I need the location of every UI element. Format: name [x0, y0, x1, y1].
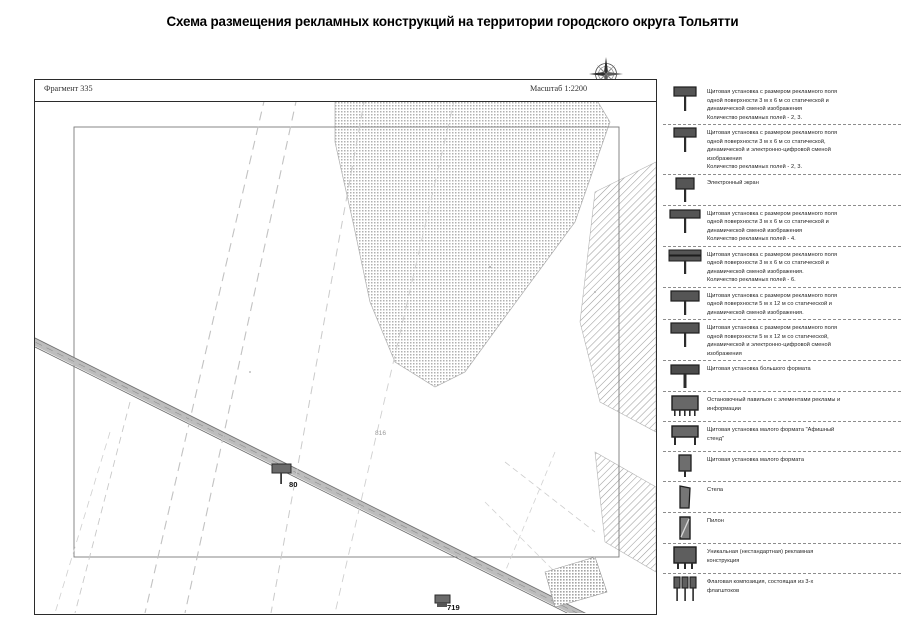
billboard-marker-icon: [271, 463, 293, 490]
map-canvas[interactable]: [35, 102, 656, 613]
shaded-area: [334, 102, 611, 388]
legend-item: Щитовая установка малого формата "Афишны…: [663, 422, 901, 452]
electronic-screen-icon: [663, 176, 707, 203]
legend-item: Щитовая установка с размером рекламного …: [663, 84, 901, 125]
pylon-icon: [663, 514, 707, 541]
bus-pavilion-icon: [663, 393, 707, 418]
map-annotation-816: 816: [375, 430, 387, 437]
legend-item: Щитовая установка большого формата: [663, 361, 901, 392]
legend-item: Флаговая композиция, состоящая из 3-х фл…: [663, 574, 901, 604]
billboard-large-digital-icon: [663, 321, 707, 348]
legend-item: Уникальная (нестандартная) рекламная кон…: [663, 544, 901, 574]
legend-item: Щитовая установка с размером рекламного …: [663, 320, 901, 361]
legend-item-text: Щитовая установка большого формата: [707, 366, 811, 372]
legend-item-text: Щитовая установка с размером рекламного …: [707, 210, 838, 243]
scale-label: Масштаб 1:2200: [530, 84, 588, 93]
legend-item: Щитовая установка с размером рекламного …: [663, 288, 901, 320]
large-format-billboard-icon: [663, 362, 707, 389]
billboard-wide-on-post-icon: [663, 207, 707, 234]
billboard-on-post-icon: [663, 126, 707, 153]
fragment-label: Фрагмент 335: [44, 84, 93, 93]
legend: Щитовая установка с размером рекламного …: [663, 84, 901, 604]
small-format-billboard-icon: [663, 453, 707, 478]
legend-item-text: Флаговая композиция, состоящая из 3-х фл…: [707, 579, 814, 594]
legend-item-text: Пилон: [707, 518, 724, 524]
legend-item-text: Щитовая установка с размером рекламного …: [707, 89, 838, 121]
billboard-double-wide-icon: [663, 248, 707, 275]
legend-item: Щитовая установка малого формата: [663, 452, 901, 482]
legend-item: Пилон: [663, 513, 901, 544]
legend-item-text: Электронный экран: [707, 179, 759, 186]
map-marker-label: 80: [289, 480, 298, 489]
page-title: Схема размещения рекламных конструкций н…: [166, 14, 739, 29]
legend-item-text: Остановочный павильон с элементами рекла…: [707, 397, 841, 412]
hatched-area: [579, 161, 656, 433]
legend-item: Щитовая установка с размером рекламного …: [663, 125, 901, 175]
inner-boundary: [73, 126, 620, 558]
legend-item-text: Щитовая установка с размером рекламного …: [707, 251, 838, 284]
legend-item: Щитовая установка с размером рекламного …: [663, 247, 901, 288]
legend-item: Электронный экран: [663, 175, 901, 206]
map-header: Фрагмент 335 Масштаб 1:2200: [35, 80, 656, 102]
hatched-area-lower: [594, 451, 656, 573]
legend-item-text: Щитовая установка малого формата "Афишны…: [707, 427, 835, 442]
unique-construction-icon: [663, 545, 707, 570]
legend-item-text: Щитовая установка с размером рекламного …: [707, 130, 838, 170]
map-panel[interactable]: Фрагмент 335 Масштаб 1:2200: [34, 79, 657, 615]
legend-item-text: Щитовая установка с размером рекламного …: [707, 325, 838, 357]
billboard-large-on-post-icon: [663, 289, 707, 316]
legend-item-text: Щитовая установка малого формата: [707, 457, 804, 463]
building: [544, 556, 608, 608]
legend-item-text: Уникальная (нестандартная) рекламная кон…: [707, 549, 814, 564]
flag-composition-icon: [663, 575, 707, 602]
legend-item: Щитовая установка с размером рекламного …: [663, 206, 901, 247]
legend-item: Стела: [663, 482, 901, 513]
map-marker-label: 719: [447, 603, 460, 612]
legend-item-text: Стела: [707, 487, 724, 493]
stela-icon: [663, 483, 707, 510]
poster-stand-icon: [663, 423, 707, 446]
billboard-marker-icon: [434, 594, 454, 614]
legend-item-text: Щитовая установка с размером рекламного …: [707, 292, 838, 316]
billboard-on-post-icon: [663, 85, 707, 112]
legend-item: Остановочный павильон с элементами рекла…: [663, 392, 901, 422]
